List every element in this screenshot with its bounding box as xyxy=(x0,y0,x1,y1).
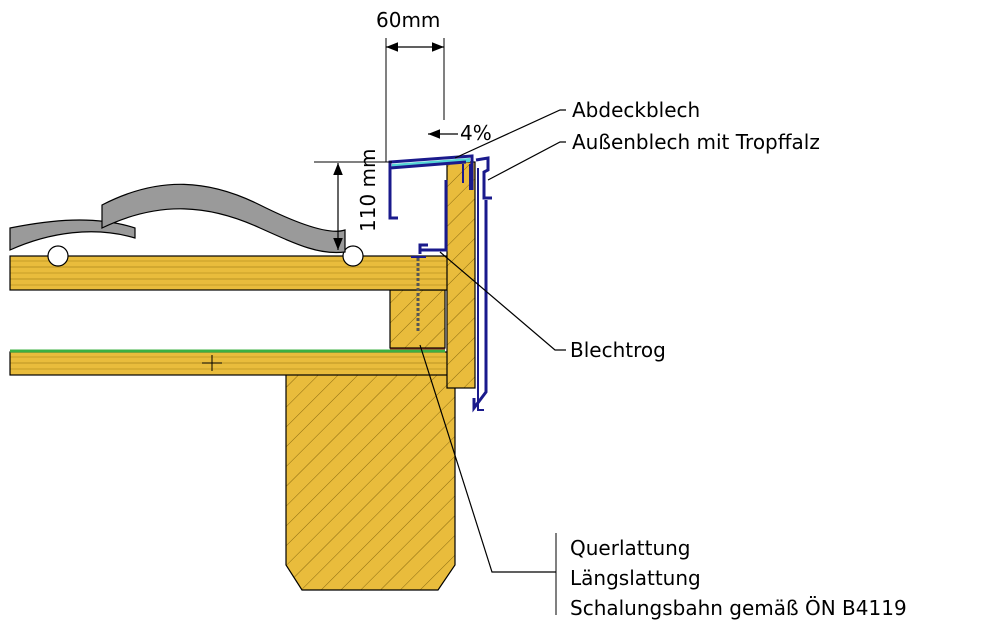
sheathing-board xyxy=(9,351,451,376)
roof-tile-upper xyxy=(101,183,346,254)
leader-layers xyxy=(419,344,556,573)
roof-tile-lower xyxy=(9,219,136,251)
label-abdeckblech: Abdeckblech xyxy=(572,98,700,122)
leader-abdeckblech xyxy=(454,109,566,159)
outer-sheet xyxy=(472,156,492,413)
outer-sheet-inner xyxy=(477,168,484,411)
metal-trough xyxy=(418,180,448,254)
fascia-board xyxy=(446,161,476,389)
cross-batten xyxy=(9,255,451,291)
cover-sheet-hook xyxy=(462,164,471,190)
dim-label-110mm: 110 mm xyxy=(356,149,380,233)
slope-label: 4% xyxy=(460,121,492,145)
tile-support-right xyxy=(342,245,364,267)
tile-support-left xyxy=(47,245,69,267)
label-aussenblech: Außenblech mit Tropffalz xyxy=(572,130,820,154)
dim-label-60mm: 60mm xyxy=(376,8,440,32)
leader-blechtrog xyxy=(439,251,566,351)
rafter-beam xyxy=(285,373,456,591)
label-querlattung: Querlattung xyxy=(570,536,691,560)
label-laengslattung: Längslattung xyxy=(570,566,701,590)
label-blechtrog: Blechtrog xyxy=(570,338,666,362)
label-schalungsbahn: Schalungsbahn gemäß ÖN B4119 xyxy=(570,596,907,620)
leader-aussenblech xyxy=(487,141,566,181)
